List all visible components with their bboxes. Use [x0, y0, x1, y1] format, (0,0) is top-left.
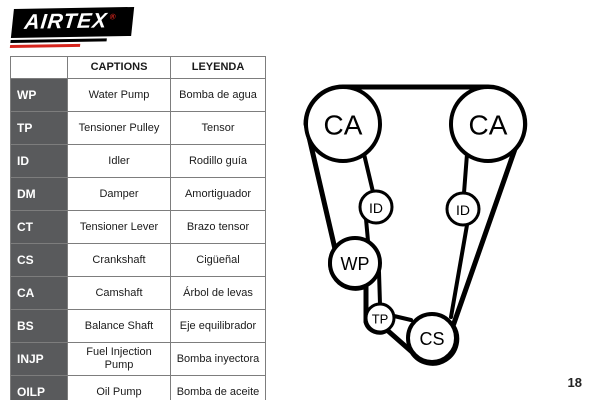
leyenda-cell: Eje equilibrador	[170, 309, 266, 344]
leyenda-cell: Bomba de agua	[170, 78, 266, 113]
leyenda-cell: Brazo tensor	[170, 210, 266, 245]
table-row: BS Balance Shaft Eje equilibrador	[10, 309, 266, 344]
table-row: DM Damper Amortiguador	[10, 177, 266, 212]
pulley-camshaft-right	[449, 85, 527, 163]
table-row: WP Water Pump Bomba de agua	[10, 78, 266, 113]
caption-cell: Water Pump	[67, 78, 171, 113]
caption-cell: Damper	[67, 177, 171, 212]
leyenda-cell: Árbol de levas	[170, 276, 266, 311]
table-row: INJP Fuel Injection Pump Bomba inyectora	[10, 342, 266, 377]
logo-stripe-red	[9, 43, 81, 49]
leyenda-cell: Cigüeñal	[170, 243, 266, 278]
logo-brand-text: AIRTEX	[23, 9, 109, 34]
label-camshaft-left: CA	[324, 110, 363, 141]
abbr-cell: INJP	[10, 342, 68, 377]
caption-cell: Oil Pump	[67, 375, 171, 400]
abbr-cell: CS	[10, 243, 68, 278]
caption-cell: Camshaft	[67, 276, 171, 311]
abbr-cell: CT	[10, 210, 68, 245]
table-row: CT Tensioner Lever Brazo tensor	[10, 210, 266, 245]
table-row: TP Tensioner Pulley Tensor	[10, 111, 266, 146]
leyenda-cell: Rodillo guía	[170, 144, 266, 179]
pulley-crankshaft	[406, 312, 458, 364]
table-row: CS Crankshaft Cigüeñal	[10, 243, 266, 278]
label-crankshaft: CS	[419, 329, 444, 349]
leyenda-cell: Bomba inyectora	[170, 342, 266, 377]
abbr-cell: WP	[10, 78, 68, 113]
caption-cell: Tensioner Pulley	[67, 111, 171, 146]
logo-stripe-black	[10, 38, 107, 44]
logo-banner: AIRTEX®	[10, 6, 134, 39]
caption-cell: Fuel Injection Pump	[67, 342, 171, 377]
abbr-cell: CA	[10, 276, 68, 311]
abbr-cell: BS	[10, 309, 68, 344]
registered-trademark-icon: ®	[109, 12, 118, 22]
timing-belt-inner-runs	[362, 152, 469, 322]
timing-belt-diagram: CA CA ID ID WP TP CS	[303, 84, 528, 366]
label-camshaft-right: CA	[469, 110, 508, 141]
caption-cell: Tensioner Lever	[67, 210, 171, 245]
pulley-camshaft-left	[304, 85, 382, 163]
label-tensioner: TP	[372, 312, 389, 327]
table-header-row: CAPTIONS LEYENDA	[10, 55, 266, 80]
caption-cell: Idler	[67, 144, 171, 179]
leyenda-header: LEYENDA	[170, 55, 266, 80]
corner-cell	[10, 55, 68, 80]
abbr-cell: TP	[10, 111, 68, 146]
abbr-cell: ID	[10, 144, 68, 179]
airtex-logo: AIRTEX®	[9, 6, 134, 49]
leyenda-cell: Tensor	[170, 111, 266, 146]
pulley-water-pump	[328, 236, 382, 290]
label-idler-left: ID	[369, 200, 383, 216]
captions-header: CAPTIONS	[67, 55, 171, 80]
page-number: 18	[567, 375, 582, 390]
label-idler-right: ID	[456, 202, 470, 218]
abbr-cell: OILP	[10, 375, 68, 400]
table-row: CA Camshaft Árbol de levas	[10, 276, 266, 311]
table-row: OILP Oil Pump Bomba de aceite	[10, 375, 266, 400]
legend-table: CAPTIONS LEYENDA WP Water Pump Bomba de …	[10, 55, 266, 400]
caption-cell: Crankshaft	[67, 243, 171, 278]
abbr-cell: DM	[10, 177, 68, 212]
leyenda-cell: Bomba de aceite	[170, 375, 266, 400]
table-row: ID Idler Rodillo guía	[10, 144, 266, 179]
label-water-pump: WP	[341, 254, 370, 274]
leyenda-cell: Amortiguador	[170, 177, 266, 212]
pulley-tensioner	[364, 302, 396, 334]
caption-cell: Balance Shaft	[67, 309, 171, 344]
pulley-idler-right	[445, 191, 481, 227]
pulley-idler-left	[358, 189, 394, 225]
